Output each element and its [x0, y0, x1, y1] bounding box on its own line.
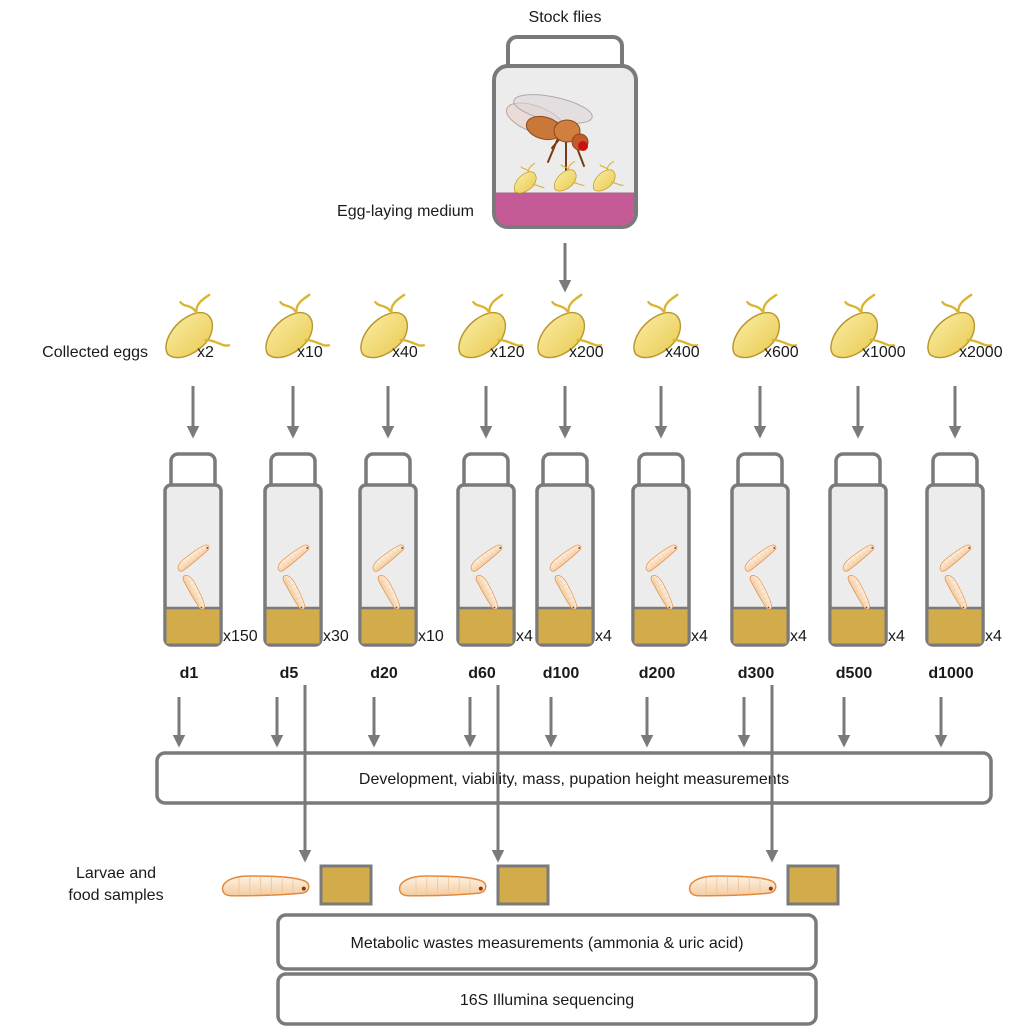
egg-count: x2	[197, 344, 214, 361]
vial-food	[459, 608, 513, 644]
vial	[925, 483, 985, 647]
replicate-count: x10	[418, 628, 444, 645]
treatment-d100: x200 x4 d100	[535, 293, 612, 748]
vial-food	[538, 608, 592, 644]
vial-food	[361, 608, 415, 644]
vial	[263, 483, 323, 647]
density-label: d20	[370, 665, 398, 682]
metabolic-box	[276, 913, 818, 971]
vial	[730, 483, 790, 647]
treatment-d1: x2 x150 d1	[163, 293, 258, 748]
replicate-count: x4	[516, 628, 533, 645]
replicate-count: x4	[790, 628, 807, 645]
sample-d60	[398, 864, 550, 906]
egg-count: x10	[297, 344, 323, 361]
food-sample	[319, 864, 373, 906]
egg-count: x600	[764, 344, 799, 361]
vial-food	[831, 608, 885, 644]
replicate-count: x4	[691, 628, 708, 645]
sequencing-text: 16S Illumina sequencing	[460, 992, 634, 1009]
vial-food	[266, 608, 320, 644]
treatment-d20: x40 x10 d20	[358, 293, 444, 748]
vial-food	[166, 608, 220, 644]
egg-count: x2000	[959, 344, 1003, 361]
larva-icon	[688, 875, 777, 897]
replicate-count: x4	[985, 628, 1002, 645]
food-sample	[496, 864, 550, 906]
density-label: d300	[738, 665, 775, 682]
food-sample	[786, 864, 840, 906]
density-label: d5	[280, 665, 299, 682]
vial-food	[733, 608, 787, 644]
replicate-count: x4	[888, 628, 905, 645]
density-label: d1	[180, 665, 199, 682]
metabolic-text: Metabolic wastes measurements (ammonia &…	[350, 935, 743, 952]
egg-count: x200	[569, 344, 604, 361]
egg-laying-medium	[496, 193, 634, 225]
vial	[828, 483, 888, 647]
density-label: d500	[836, 665, 873, 682]
development-text: Development, viability, mass, pupation h…	[359, 771, 789, 788]
treatment-d1000: x2000 x4 d1000	[925, 293, 1003, 748]
samples-label-line1: Larvae and	[76, 865, 156, 882]
stock-flies-label: Stock flies	[529, 9, 602, 26]
vial-food	[928, 608, 982, 644]
vial	[535, 483, 595, 647]
density-label: d200	[639, 665, 676, 682]
sample-arrows	[298, 685, 779, 863]
samples-label-line2: food samples	[68, 887, 163, 904]
egg-count: x40	[392, 344, 418, 361]
density-label: d60	[468, 665, 496, 682]
replicate-count: x30	[323, 628, 349, 645]
egg-count: x1000	[862, 344, 906, 361]
vial	[631, 483, 691, 647]
vial	[358, 483, 418, 647]
larva-icon	[221, 875, 310, 897]
density-label: d1000	[928, 665, 973, 682]
vial-food	[634, 608, 688, 644]
fly-icon	[505, 94, 593, 171]
egg-laying-medium-label: Egg-laying medium	[337, 203, 474, 220]
replicate-count: x4	[595, 628, 612, 645]
density-label: d100	[543, 665, 580, 682]
treatment-d60: x120 x4 d60	[456, 293, 533, 748]
treatment-d300: x600 x4 d300	[730, 293, 807, 748]
sequencing-box	[276, 972, 818, 1026]
egg-count: x400	[665, 344, 700, 361]
sample-d300	[688, 864, 840, 906]
treatment-d500: x1000 x4 d500	[828, 293, 906, 748]
collected-eggs-label: Collected eggs	[42, 344, 148, 361]
stock-bottle	[492, 35, 638, 229]
larva-icon	[398, 875, 487, 897]
sample-d5	[221, 864, 373, 906]
treatment-d200: x400 x4 d200	[631, 293, 708, 748]
treatment-d5: x10 x30 d5	[263, 293, 349, 748]
vial	[163, 483, 223, 647]
replicate-count: x150	[223, 628, 258, 645]
development-box	[155, 751, 993, 805]
treatment-columns: x2 x150 d1 x10 x30 d5 x40 x10 d20 x120 x4 d60 x200 x4…	[163, 293, 1003, 748]
vial	[456, 483, 516, 647]
egg-count: x120	[490, 344, 525, 361]
